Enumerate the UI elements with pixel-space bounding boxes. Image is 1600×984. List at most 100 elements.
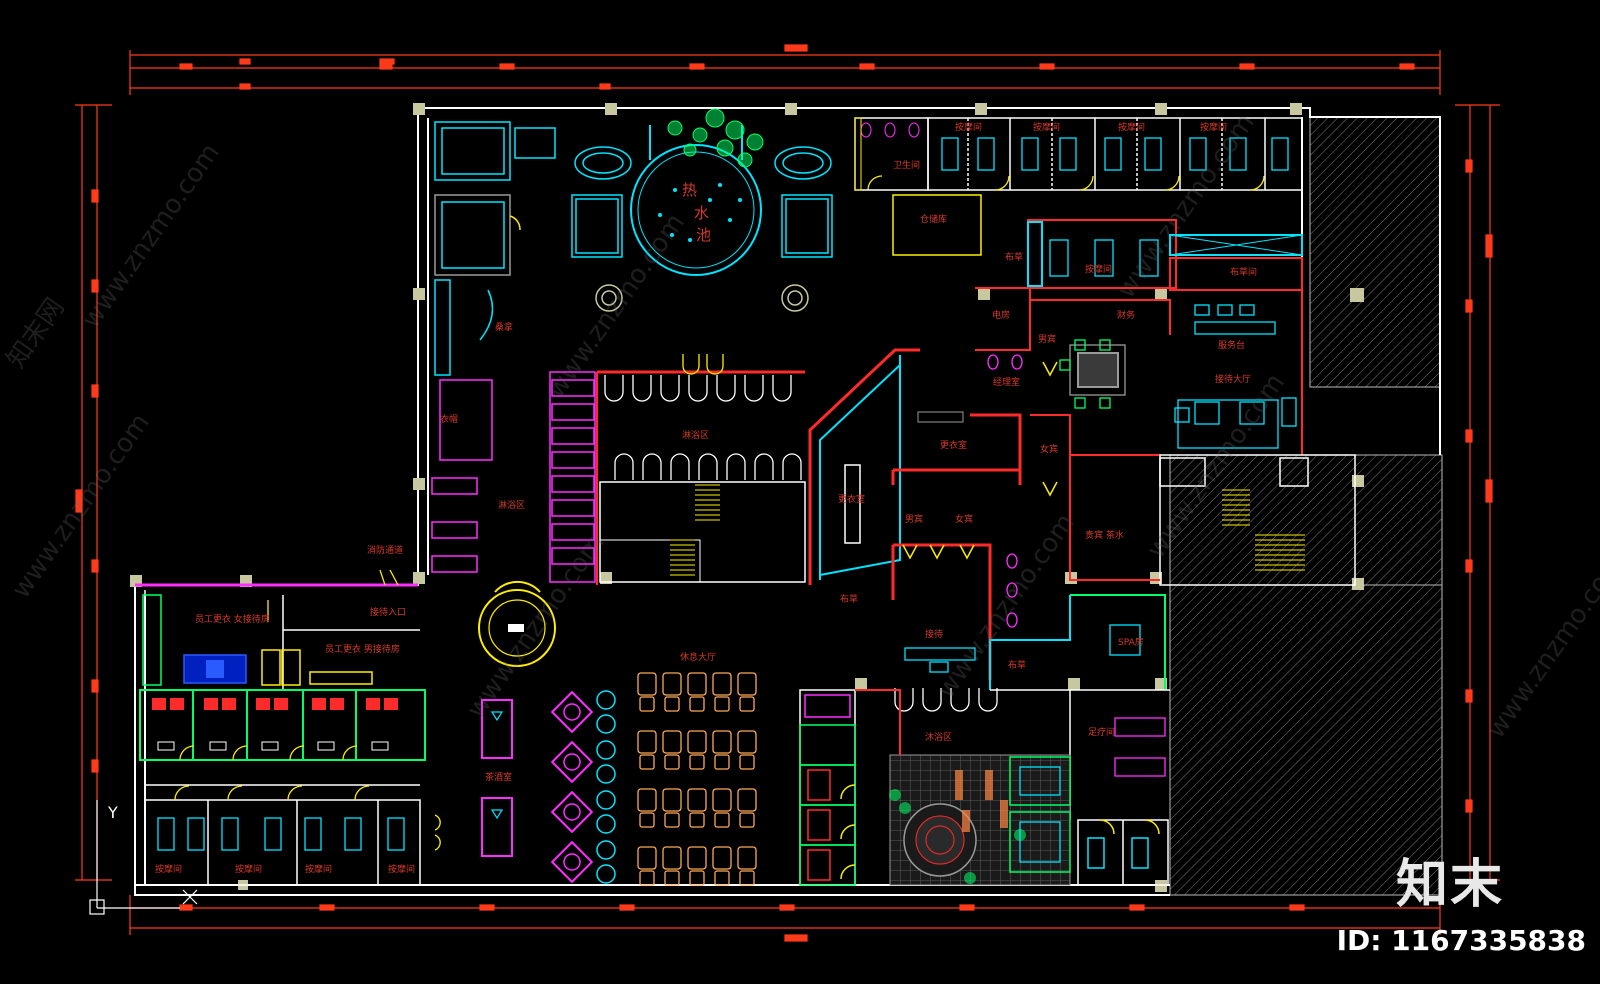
foot-basin <box>371 741 389 751</box>
recliner <box>637 788 657 812</box>
recliner <box>637 846 657 870</box>
label-linen-left: 布草 <box>1008 659 1026 671</box>
label-lounge-hall: 休息大厅 <box>680 651 716 663</box>
foot-basin <box>157 741 175 751</box>
left-wing-walls <box>135 583 426 886</box>
door-swings-top <box>867 175 1265 191</box>
recliner <box>737 730 757 754</box>
round-tables-pool <box>595 284 809 312</box>
foot-basin <box>261 741 279 751</box>
label-linen-small: 布草 <box>840 593 858 605</box>
tea-table-top <box>563 803 581 821</box>
label-changing: 更衣室 <box>838 493 865 505</box>
tea-table-top <box>563 703 581 721</box>
label-storage: 仓储库 <box>920 213 947 225</box>
room-labels: 热 水 池 按摩间 按摩间 按摩间 按摩间 卫生间 仓储库 布草 布草间 按摩间… <box>107 121 1257 875</box>
label-sauna: 桑拿 <box>495 321 513 333</box>
recliner-foot <box>739 754 755 770</box>
recliner <box>687 672 707 696</box>
right-rooms <box>975 219 1303 456</box>
label-reception-hall: 接待大厅 <box>1215 373 1251 385</box>
centre-doors <box>902 361 1058 560</box>
left-wing-beds <box>157 817 405 851</box>
chair <box>596 840 616 860</box>
label-massage-room-mid: 按摩间 <box>1085 263 1112 275</box>
watermark-8: www.znzmo.com <box>1481 548 1600 744</box>
spa-rooms-lower <box>799 689 901 886</box>
watermark-2: www.znzmo.com <box>6 408 156 604</box>
label-massage-left-1: 按摩间 <box>155 863 182 875</box>
recliner-foot <box>739 870 755 886</box>
label-spa: SPA房 <box>1118 636 1144 648</box>
label-staff-entrance: 接待入口 <box>370 606 406 618</box>
recliner-foot <box>639 754 655 770</box>
chair <box>596 814 616 834</box>
label-pedicure: 足疗间 <box>1088 726 1115 738</box>
massage-beds-top <box>941 137 1289 171</box>
foot-bath-chair <box>366 698 380 710</box>
chair <box>596 740 616 760</box>
recliner-foot <box>714 754 730 770</box>
label-linen: 布草 <box>1005 251 1023 263</box>
tea-table <box>550 790 594 834</box>
recliner <box>737 846 757 870</box>
chair <box>596 714 616 734</box>
recliner-foot <box>689 870 705 886</box>
recliner-foot <box>639 696 655 712</box>
tea-table-set <box>550 690 616 734</box>
lounge-recliners <box>637 672 757 886</box>
label-vip-room: 贵宾 茶水 <box>1085 529 1124 541</box>
watermark-1: www.znzmo.com <box>76 138 226 334</box>
chair <box>596 690 616 710</box>
recliner-foot <box>739 696 755 712</box>
recliner <box>637 730 657 754</box>
foot-bath-chair <box>330 698 344 710</box>
recliner <box>637 672 657 696</box>
watermark-cn-1: 知末网 <box>1 293 70 374</box>
recliner-foot <box>664 754 680 770</box>
right-stairs <box>1159 454 1356 586</box>
tea-room-tables <box>481 699 513 857</box>
staff-sofa <box>183 649 373 686</box>
foot-bath-chair <box>384 698 398 710</box>
dimension-lines <box>75 44 1500 942</box>
recliner-foot <box>689 754 705 770</box>
label-cloak: 衣帽 <box>440 413 458 425</box>
reception-round-desk <box>478 580 556 667</box>
label-linen-room: 布草间 <box>1230 266 1257 278</box>
foot-bath-chair <box>274 698 288 710</box>
recliner <box>712 730 732 754</box>
foot-bath-chair <box>152 698 166 710</box>
label-massage-room-3: 按摩间 <box>1118 121 1145 133</box>
center-corridor <box>808 348 1022 680</box>
label-massage-left-4: 按摩间 <box>388 863 415 875</box>
label-bath-area: 沐浴区 <box>925 731 952 743</box>
foot-bath-chair <box>170 698 184 710</box>
recliner <box>662 846 682 870</box>
recliner-foot <box>714 870 730 886</box>
tea-table-top <box>563 853 581 871</box>
label-staff-men: 员工更衣 男接待房 <box>325 643 400 655</box>
label-massage-room-2: 按摩间 <box>1033 121 1060 133</box>
right-toilets <box>987 354 1023 628</box>
foot-bath-chair <box>222 698 236 710</box>
foot-basin <box>317 741 335 751</box>
tea-table-clusters <box>550 690 616 884</box>
watermark-4: www.znzmo.com <box>461 528 611 724</box>
pool-label-1: 热 <box>682 181 697 199</box>
pool-label-3: 池 <box>696 226 711 244</box>
tea-table-set <box>550 740 616 784</box>
chair <box>596 764 616 784</box>
label-staff-women: 员工更衣 女接待房 <box>195 613 270 625</box>
foot-bath-chair <box>312 698 326 710</box>
lower-right-massage <box>1077 819 1169 886</box>
label-massage-left-2: 按摩间 <box>235 863 262 875</box>
recliner <box>687 788 707 812</box>
recliner-foot <box>664 812 680 828</box>
label-massage-room-1: 按摩间 <box>955 121 982 133</box>
label-restroom: 卫生间 <box>893 159 920 171</box>
label-electrical: 电房 <box>992 309 1010 321</box>
foot-basin <box>209 741 227 751</box>
